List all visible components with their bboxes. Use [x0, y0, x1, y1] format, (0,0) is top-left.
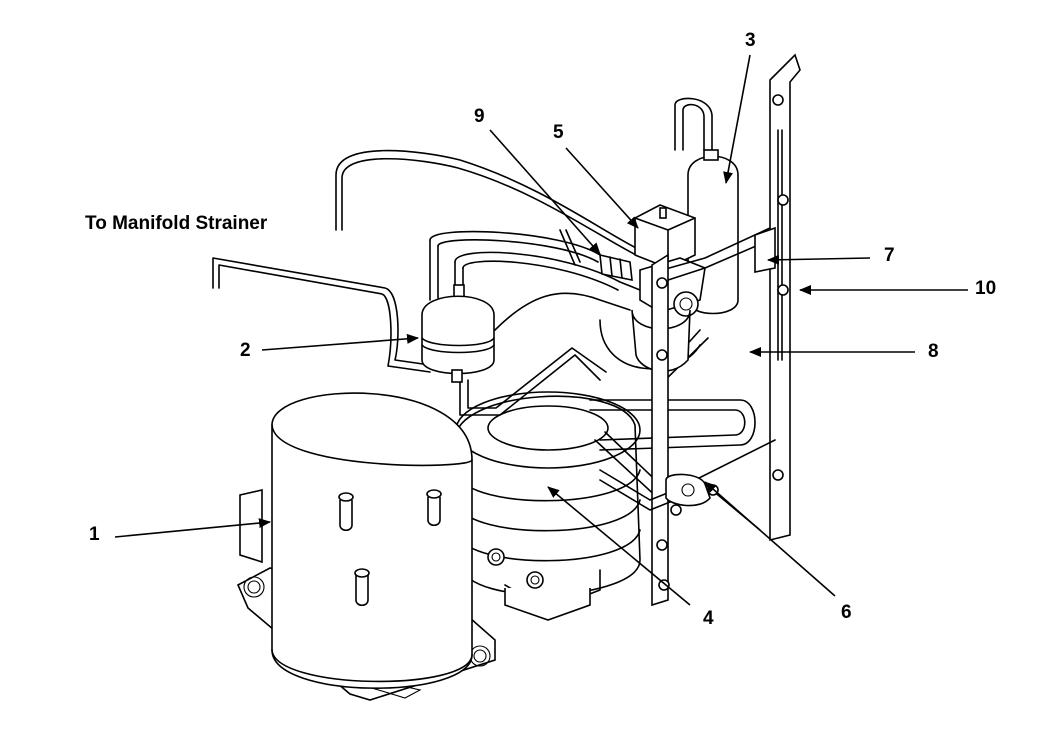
leader-3: [723, 54, 751, 184]
callout-label-1: 1: [89, 524, 100, 545]
condenser-coil: [454, 391, 641, 621]
callout-label-10: 10: [975, 278, 997, 299]
leader-4: [547, 486, 691, 606]
callout-label-2: 2: [240, 340, 251, 361]
callout-label-6: 6: [841, 602, 852, 623]
compressor-body: [239, 392, 473, 689]
callout-leaders: [114, 54, 968, 606]
manifold-strainer-caption: To Manifold Strainer: [85, 213, 268, 234]
leader-7: [767, 254, 871, 265]
callout-label-7: 7: [884, 245, 895, 266]
leader-5: [565, 147, 639, 229]
leader-6: [704, 481, 836, 597]
callout-label-4: 4: [703, 608, 714, 629]
pressure-switch: [665, 473, 719, 516]
leader-9: [489, 129, 601, 255]
mounting-bracket-front: [599, 253, 761, 607]
callout-label-3: 3: [745, 30, 756, 51]
callout-label-8: 8: [928, 341, 939, 362]
valve-assembly: [599, 204, 771, 372]
leader-1: [114, 518, 271, 538]
refrigerant-tubing: [212, 97, 756, 501]
leader-2: [261, 333, 419, 351]
filter-drier: [421, 284, 495, 383]
callout-label-5: 5: [553, 122, 564, 143]
callout-label-9: 9: [474, 106, 485, 127]
